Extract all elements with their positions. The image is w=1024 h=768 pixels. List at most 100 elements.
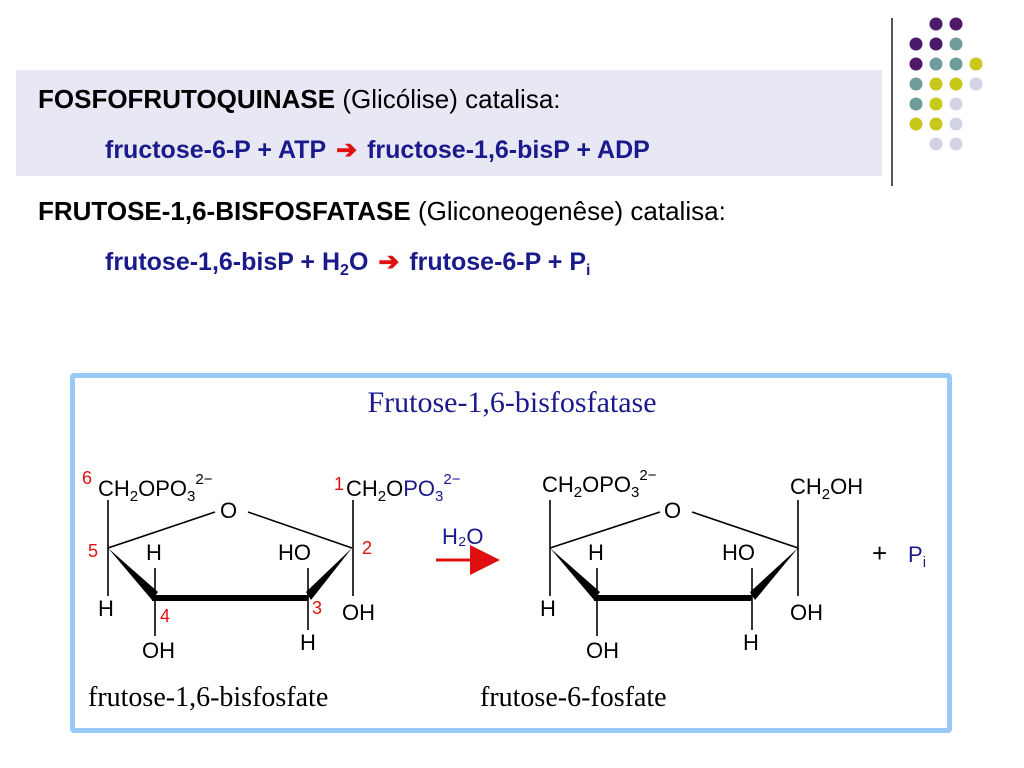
ch2-fragment: CH [346, 476, 378, 501]
decorative-dot [929, 77, 943, 91]
charge-superscript: 2− [443, 471, 460, 488]
carbon-number-2: 2 [362, 538, 372, 558]
wedge-bond-c2-c3 [306, 548, 352, 600]
decorative-dot-grid [909, 17, 983, 151]
carbon-number-4: 4 [160, 606, 170, 626]
phosphate-label: P [908, 542, 923, 567]
decorative-dot [909, 97, 923, 111]
enzyme2-name: FRUTOSE-1,6-BISFOSFATASE [38, 196, 411, 226]
left-caption: frutose-1,6-bisfosfate [88, 682, 329, 713]
decorative-dot [949, 137, 963, 151]
equation-gluconeogenesis: frutose-1,6-bisP + H2O➔frutose-6-P + Pi [105, 247, 590, 280]
hydroxyl-label: OH [790, 600, 823, 625]
eq2-right-sub: i [586, 262, 591, 279]
bond-c5-o-product [549, 511, 661, 549]
eq2-left-b: O [348, 248, 369, 276]
eq2-left-a: frutose-1,6-bisP + H [105, 248, 341, 276]
decorative-dot [949, 77, 963, 91]
reaction-panel [70, 373, 952, 733]
hydrogen-label: H [98, 596, 114, 621]
enzyme2-context: (Gliconeogenêse) catalisa: [417, 196, 726, 226]
decorative-dot [929, 17, 943, 31]
fructose-1-6-bisphosphate-structure: CH2OPO32− O H HO H OH H OH CH2OPO32− 6 1… [82, 468, 461, 663]
enzyme1-colon: : [553, 84, 561, 114]
decorative-dot [929, 97, 943, 111]
hydrogen-label: H [540, 596, 556, 621]
bond-c5-o [107, 511, 216, 549]
decorative-dot [909, 57, 923, 71]
plus-sign: + [872, 538, 887, 568]
right-caption: frutose-6-fosfate [480, 682, 667, 713]
c6-group-product: CH2OPO32− [542, 467, 657, 501]
c1-group: CH2OPO32− [346, 471, 461, 505]
reaction-arrow: H₂O [436, 524, 500, 575]
decorative-dot [909, 37, 923, 51]
inorganic-phosphate: Pi [908, 542, 926, 571]
carbon-number-5: 5 [88, 541, 98, 561]
decorative-dot [969, 77, 983, 91]
decorative-dot [949, 17, 963, 31]
eq2-left-sub: 2 [340, 262, 349, 279]
opo-fragment: OPO [582, 472, 631, 497]
eq1-left: fructose-6-P + ATP [105, 136, 327, 164]
enzyme1-context: (Glicólise) catalisa [342, 84, 554, 114]
decorative-dot [949, 117, 963, 131]
fructose-6-phosphate-structure: CH2OPO32− O H HO H OH H OH CH2OH [540, 467, 863, 663]
hydroxyl-label: HO [278, 540, 311, 565]
ch2-fragment: CH [790, 474, 822, 499]
decorative-dot [929, 57, 943, 71]
eq1-right: fructose-1,6-bisP + ADP [367, 136, 650, 164]
wedge-bond-c5-c4-product [550, 548, 600, 600]
subscript-3: 3 [631, 484, 639, 501]
phosphate-subscript: i [923, 554, 926, 571]
decorative-dot [929, 37, 943, 51]
enzyme2-heading: FRUTOSE-1,6-BISFOSFATASE (Gliconeogenêse… [38, 196, 726, 227]
subscript-2: 2 [378, 488, 386, 505]
subscript-2: 2 [574, 484, 582, 501]
decorative-dot [909, 117, 923, 131]
decorative-dot [949, 37, 963, 51]
panel-title: Frutose-1,6-bisfosfatase [367, 386, 657, 419]
bond-o-c2-product [691, 511, 799, 549]
eq1-arrow-icon: ➔ [336, 136, 358, 164]
hydroxyl-label: OH [142, 638, 175, 663]
hydrogen-label: H [743, 630, 759, 655]
carbon-number-1: 1 [334, 474, 344, 494]
decorative-dot [909, 77, 923, 91]
hydrogen-label: H [588, 540, 604, 565]
phosphofructokinase-band [16, 70, 882, 176]
ch2-fragment: CH [542, 472, 574, 497]
water-reagent-label: H₂O [442, 524, 484, 549]
ch2-fragment: CH [98, 476, 130, 501]
subscript-3: 3 [435, 488, 443, 505]
decorative-dot [949, 57, 963, 71]
decorative-dot [949, 97, 963, 111]
decorative-dot [929, 117, 943, 131]
subscript-2: 2 [130, 488, 138, 505]
oh-fragment: OH [830, 474, 863, 499]
enzyme1-name: FOSFOFRUTOQUINASE [38, 84, 336, 114]
vertical-divider [891, 18, 893, 186]
enzyme1-heading: FOSFOFRUTOQUINASE (Glicólise) catalisa: [38, 84, 561, 115]
wedge-bond-c5-c4 [108, 548, 158, 600]
hydrogen-label: H [300, 630, 316, 655]
decorative-dot [929, 137, 943, 151]
charge-superscript: 2− [195, 471, 212, 488]
po-fragment: PO [403, 476, 435, 501]
c1-hydroxymethyl: CH2OH [790, 474, 863, 503]
oxygen-fragment: O [386, 476, 403, 501]
hydroxyl-label: HO [722, 540, 755, 565]
ring-oxygen-label: O [664, 498, 681, 523]
ring-oxygen-label: O [220, 498, 237, 523]
subscript-2: 2 [822, 486, 830, 503]
opo-fragment: OPO [138, 476, 187, 501]
charge-superscript: 2− [639, 467, 656, 484]
hydrogen-label: H [146, 540, 162, 565]
bond-o-c2 [247, 511, 353, 549]
hydroxyl-label: OH [586, 638, 619, 663]
carbon-number-6: 6 [82, 468, 92, 488]
c6-group: CH2OPO32− [98, 471, 213, 505]
subscript-3: 3 [187, 488, 195, 505]
